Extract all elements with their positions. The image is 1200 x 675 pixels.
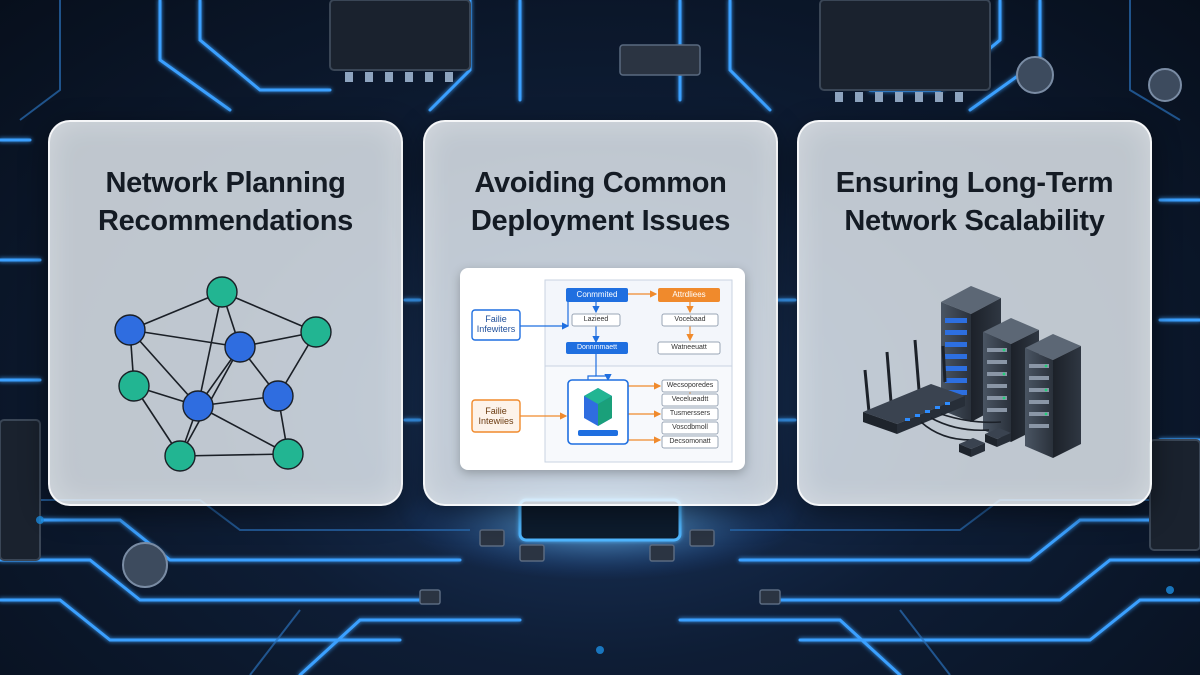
- card-deployment-issues: Avoiding Common Deployment Issues: [423, 120, 778, 506]
- card-network-planning: Network Planning Recommendations: [48, 120, 403, 506]
- flow-list-item-3: Tusmerssers: [669, 410, 711, 417]
- flow-list-item-2: Vecelueadtt: [671, 396, 709, 403]
- flow-box-mid-left: Lazieed: [583, 316, 609, 323]
- flow-input-bottom-line-1: Failie: [485, 406, 507, 416]
- flow-list-item-4: Voscdbmoll: [672, 424, 708, 431]
- flow-input-top-label: Failie Infewiters: [472, 314, 520, 334]
- network-graph-icon: [114, 276, 332, 472]
- card-title-line-1: Avoiding Common: [474, 167, 727, 199]
- router-device: [863, 339, 965, 434]
- flow-box-blue-top: Conmmited: [576, 290, 618, 299]
- server-rack-router-icon: [863, 286, 1081, 458]
- card-title: Network Planning Recommendations: [50, 164, 401, 240]
- card-title-line-2: Network Scalability: [844, 205, 1105, 237]
- flow-box-orange-top: Attrdliees: [672, 290, 706, 299]
- card-network-scalability: Ensuring Long-Term Network Scalability: [797, 120, 1152, 506]
- flowchart-diagram: Failie Infewiters Failie Intewiies Conmm…: [460, 268, 745, 470]
- card-title-line-2: Deployment Issues: [470, 205, 731, 237]
- flow-list-item-5: Decsomonatt: [669, 438, 711, 445]
- card-title: Avoiding Common Deployment Issues: [425, 164, 776, 240]
- flow-list-item-1: Wecsoporedes: [666, 382, 714, 389]
- flow-input-bottom-label: Failie Intewiies: [472, 406, 520, 426]
- flowchart-connectors: [471, 279, 733, 463]
- card-title-line-1: Ensuring Long-Term: [835, 167, 1114, 199]
- card-title: Ensuring Long-Term Network Scalability: [799, 164, 1150, 240]
- card-title-line-2: Recommendations: [98, 205, 353, 237]
- flow-box-mid-right: Vocebaad: [674, 316, 706, 323]
- flow-input-bottom-line-2: Intewiies: [478, 416, 514, 426]
- flow-box-blue-mid: Donnmmaett: [576, 344, 618, 351]
- server-rack-3: [1025, 334, 1081, 458]
- flow-input-top-line-2: Infewiters: [476, 324, 516, 334]
- flow-box-mid-right-2: Watneeuatt: [671, 344, 707, 351]
- flow-input-top-line-1: Failie: [485, 314, 507, 324]
- card-title-line-1: Network Planning: [105, 167, 346, 199]
